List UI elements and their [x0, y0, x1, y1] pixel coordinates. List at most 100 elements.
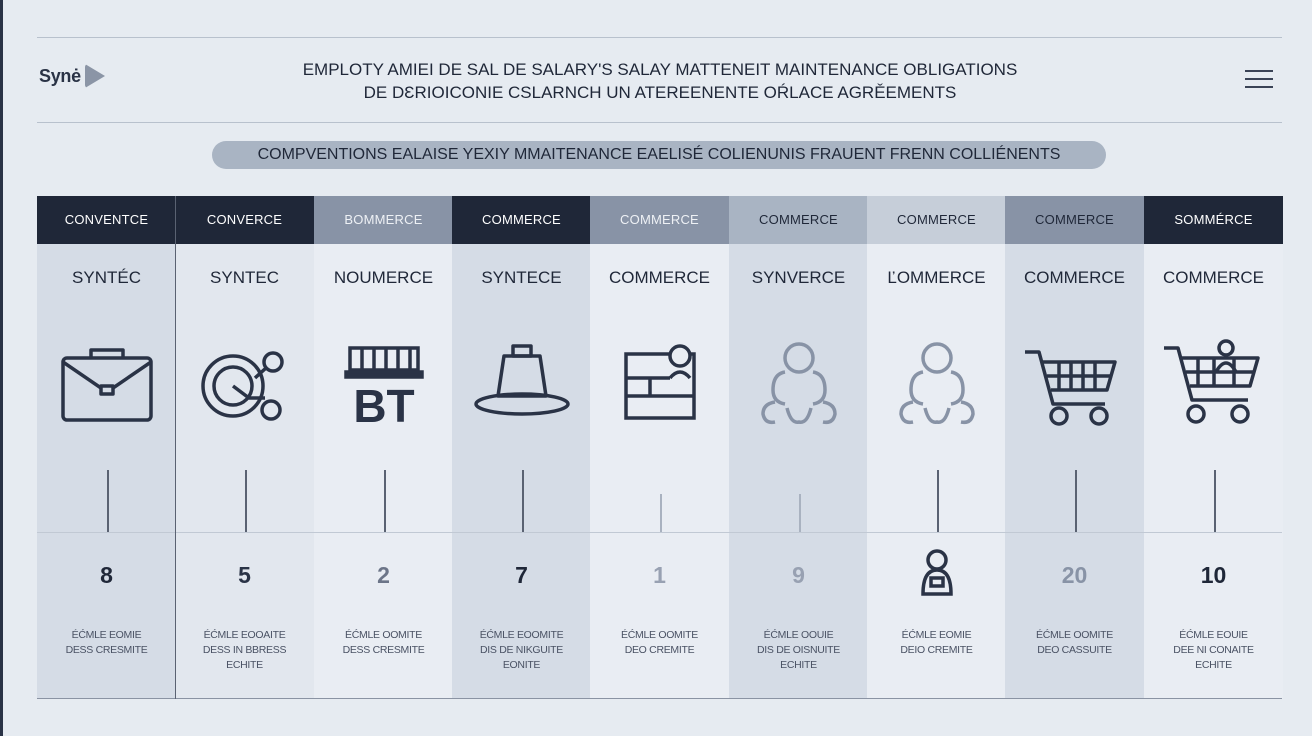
column-stem [1213, 470, 1216, 532]
column-note: ÉĆMLE OOMITE DESS CRESMITE [322, 628, 445, 658]
column-value: 1 [653, 562, 666, 588]
column-note: ÉĆMLE EOUIE DEE NI CONAITE ECHITE [1152, 628, 1275, 673]
column-note: ÉĆMLE EOMIE DEIO CREMITE [875, 628, 998, 658]
column-value: 9 [792, 562, 805, 588]
column-header[interactable]: COMMERCE [452, 196, 591, 244]
column-note-line: DIS DE OISNUITE [756, 644, 840, 656]
shop-person-icon [608, 338, 712, 428]
column-title: COMMERCE [608, 268, 711, 287]
column-note-line: ECHITE [1195, 659, 1232, 671]
column-note-line: ÉĆMLE OOUIE [763, 629, 834, 641]
column-note-line: ECHITE [780, 659, 817, 671]
column-note-line: ÉĆMLE EOMIE [71, 629, 142, 641]
column-header[interactable]: CONVERCE [175, 196, 314, 244]
column-header[interactable]: COMMERCE [1005, 196, 1144, 244]
column-stem [1074, 470, 1077, 532]
column-note-line: ÉĆMLE EOOMITE [479, 629, 564, 641]
column-note-line: DESS CRESMITE [342, 644, 425, 656]
column-header[interactable]: SOMMÉRCE [1144, 196, 1283, 244]
column-note-line: DEO CREMITE [624, 644, 695, 656]
column-value: 20 [1061, 562, 1088, 588]
column-value: 10 [1200, 562, 1227, 588]
page-title: EMPLOTY AMIEI DE SAL DE SALARY'S SALAY M… [250, 58, 1070, 104]
lower-band-divider [37, 532, 1282, 533]
bt-building-icon: BT [332, 338, 436, 428]
column-value: 5 [238, 562, 251, 588]
column-note-line: DESS CRESMITE [65, 644, 148, 656]
column-stem [383, 470, 386, 532]
cart-icon [1023, 338, 1127, 428]
column-header[interactable]: CONVENTCE [37, 196, 176, 244]
column-note-line: EONITE [502, 659, 541, 671]
column-title: SYNTECE [481, 268, 562, 287]
column-note-line: ÉĆMLE OOMITE [621, 629, 698, 641]
window-left-edge [0, 0, 3, 736]
column-note: ÉĆMLE EOOAITE DESS IN BBRESS ECHITE [183, 628, 306, 673]
column-note-line: DEIO CREMITE [900, 644, 973, 656]
briefcase-icon [55, 338, 159, 428]
svg-text:BT: BT [353, 380, 414, 428]
column-header[interactable]: BOMMERCE [314, 196, 453, 244]
column-note-line: DEO CASSUITE [1037, 644, 1112, 656]
column-value: 7 [515, 562, 528, 588]
cart-person-icon [1162, 338, 1266, 428]
column-title: COMMERCE [1162, 268, 1265, 287]
column-stem [659, 494, 662, 532]
column-note: ÉĆMLE EOOMITE DIS DE NIKGUITE EONITE [460, 628, 583, 673]
column-value: 2 [377, 562, 390, 588]
column-note-line: DEE NI CONAITE [1173, 644, 1254, 656]
page-title-line2: DE DƐRIOICONIE CSLARNCH UN ATEREENENTE O… [363, 83, 957, 102]
column-stem [521, 470, 524, 532]
column-stem [798, 494, 801, 532]
column-stem [936, 470, 939, 532]
column-header[interactable]: COMMERCE [590, 196, 729, 244]
column-note-line: ÉĆMLE EOOAITE [203, 629, 286, 641]
brand-logo[interactable]: Synė [39, 64, 105, 88]
column-header[interactable]: COMMERCE [729, 196, 868, 244]
column-note: ÉĆMLE OOMITE DEO CASSUITE [1013, 628, 1136, 658]
column-title: COMMERCE [1023, 268, 1126, 287]
column-note-line: DESS IN BBRESS [202, 644, 287, 656]
column-stem [244, 470, 247, 532]
logo-text: Synė [39, 65, 81, 86]
column-note-line: ECHITE [226, 659, 263, 671]
hamburger-menu-icon[interactable] [1245, 70, 1273, 88]
top-divider [37, 37, 1282, 38]
header-divider [37, 122, 1282, 123]
column-title: SYNTEC [210, 268, 279, 287]
column-note-line: ÉĆMLE OOMITE [345, 629, 422, 641]
column-note-line: ÉĆMLE EOUIE [1179, 629, 1248, 641]
column-note-line: ÉĆMLE EOMIE [901, 629, 972, 641]
column-title: NOUMERCE [333, 268, 434, 287]
column-note: ÉĆMLE OOUIE DIS DE OISNUITE ECHITE [737, 628, 860, 673]
play-icon [84, 64, 105, 88]
column-title: SYNTÉC [72, 268, 141, 287]
column-7: COMMERCE ĽOMMERCE ÉĆMLE EOMIE DEIO CREMITE [867, 196, 1006, 699]
column-title: ĽOMMERCE [887, 268, 986, 287]
column-note-line: DIS DE NIKGUITE [479, 644, 563, 656]
person-icon [917, 548, 957, 598]
column-value: 8 [100, 562, 113, 588]
banner-pill: COMPVENTIONS EALAISE YEXIY MMAITENANCE E… [212, 141, 1106, 169]
page-title-line1: EMPLOTY AMIEI DE SAL DE SALARY'S SALAY M… [302, 60, 1018, 79]
column-separator [175, 196, 176, 699]
column-note-line: ÉĆMLE OOMITE [1036, 629, 1113, 641]
column-stem [106, 470, 109, 532]
people-icon [885, 338, 989, 428]
column-note: ÉĆMLE OOMITE DEO CREMITE [598, 628, 721, 658]
people-icon [747, 338, 851, 428]
column-title: SYNVERCE [751, 268, 846, 287]
gear-link-icon [193, 338, 297, 428]
hat-icon [470, 338, 574, 428]
column-header[interactable]: COMMERCE [867, 196, 1006, 244]
column-note: ÉĆMLE EOMIE DESS CRESMITE [45, 628, 168, 658]
